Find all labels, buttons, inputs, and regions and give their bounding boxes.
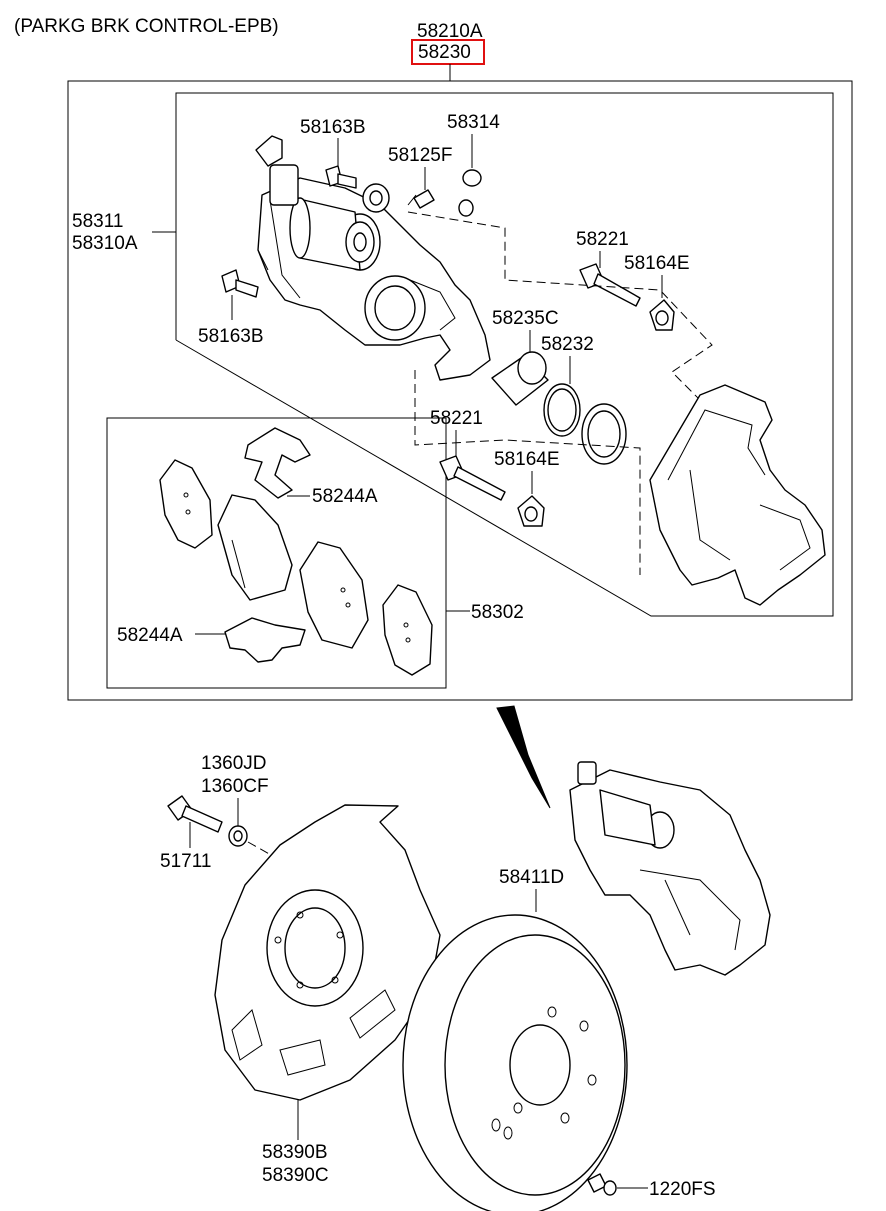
callout-1360jd[interactable]: 1360JD: [201, 753, 267, 774]
callout-58390c[interactable]: 58390C: [262, 1165, 329, 1186]
callout-58164e-upper[interactable]: 58164E: [624, 253, 690, 274]
brake-pad-4: [382, 584, 433, 676]
callout-51711[interactable]: 51711: [160, 851, 211, 872]
guide-boot-lower: [517, 495, 545, 527]
callout-58125f[interactable]: 58125F: [388, 145, 452, 166]
assembly-frame: [67, 80, 853, 701]
bleeder-cap: [458, 169, 482, 217]
callout-58244a-lower[interactable]: 58244A: [117, 625, 183, 646]
brake-disc: [402, 914, 628, 1211]
callout-58314[interactable]: 58314: [447, 112, 500, 133]
callout-58221-lower[interactable]: 58221: [430, 408, 483, 429]
dust-cover: [214, 804, 441, 1101]
guide-bolt-lower: [221, 269, 259, 298]
caliper-frame: [175, 92, 834, 617]
caliper-carrier: [649, 384, 826, 606]
guide-boot-upper: [649, 299, 675, 331]
piston-boot: [581, 403, 627, 465]
pad-spring-upper: [244, 427, 311, 499]
callout-58302[interactable]: 58302: [471, 602, 524, 623]
callout-58164e-lower[interactable]: 58164E: [494, 449, 560, 470]
guide-pin-lower: [439, 455, 506, 501]
assembled-caliper: [569, 761, 771, 976]
callout-1360cf[interactable]: 1360CF: [201, 776, 269, 797]
piston: [491, 351, 549, 406]
callout-1220fs[interactable]: 1220FS: [649, 1179, 716, 1200]
highlight-box: [411, 39, 485, 65]
assembly-line-upper: [407, 211, 713, 406]
diagram-title: (PARKG BRK CONTROL-EPB): [14, 16, 279, 37]
callout-58163b-lower[interactable]: 58163B: [198, 326, 264, 347]
brake-pad-1: [159, 459, 213, 549]
callout-58311[interactable]: 58311: [72, 211, 123, 232]
callout-58210a[interactable]: 58210A: [417, 21, 483, 42]
callout-58310a[interactable]: 58310A: [72, 233, 138, 254]
guide-bolt-upper: [325, 165, 357, 189]
disc-screw: [587, 1173, 617, 1196]
callout-58235c[interactable]: 58235C: [492, 308, 559, 329]
callout-58232[interactable]: 58232: [541, 334, 594, 355]
callout-58411d[interactable]: 58411D: [499, 867, 564, 888]
assembly-line-lower: [414, 370, 641, 575]
pad-spring-lower: [224, 617, 306, 663]
assembly-arrow: [496, 705, 551, 809]
guide-pin-upper: [579, 263, 641, 307]
pad-kit-frame: [106, 417, 447, 689]
callout-58230[interactable]: 58230: [418, 42, 471, 63]
callout-58221-upper[interactable]: 58221: [576, 229, 629, 250]
brake-pad-2: [217, 494, 293, 601]
callout-58244a-upper[interactable]: 58244A: [312, 486, 378, 507]
callout-58390b[interactable]: 58390B: [262, 1142, 328, 1163]
piston-seal: [543, 383, 581, 437]
callout-58163b-upper[interactable]: 58163B: [300, 117, 366, 138]
hub-bolt: [167, 795, 248, 847]
caliper-body: [255, 135, 491, 381]
brake-pad-3: [299, 541, 369, 649]
bleeder-screw: [407, 189, 435, 209]
